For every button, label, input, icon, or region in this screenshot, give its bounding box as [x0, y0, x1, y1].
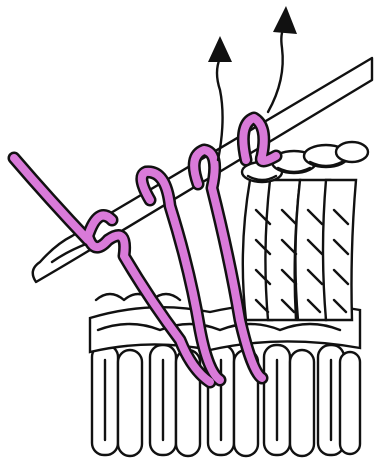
- pull-through-arrow-left: [208, 36, 232, 160]
- stitch-fabric: [90, 142, 368, 456]
- stitch-row-middle: [243, 180, 356, 320]
- pull-through-arrow-right: [268, 6, 297, 112]
- stitch-row-bottom: [92, 345, 360, 456]
